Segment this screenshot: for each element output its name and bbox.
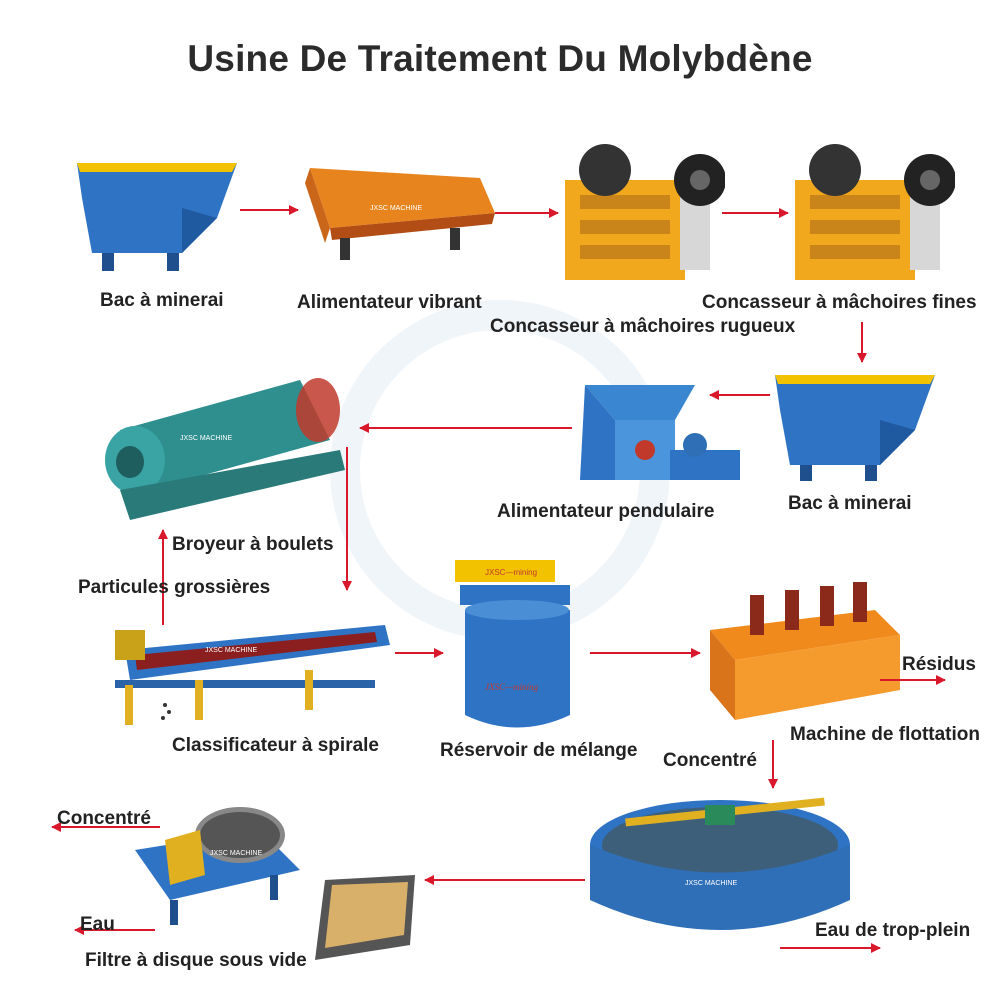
spiral-classifier: JXSC MACHINE <box>115 625 390 725</box>
ore-hopper-2 <box>775 375 935 481</box>
thickener: JXSC MACHINE <box>590 797 850 930</box>
label-mixing-tank: Réservoir de mélange <box>440 740 638 761</box>
tank-body-brand: JXSC—mining <box>485 682 538 692</box>
ball-mill: JXSC MACHINE <box>105 378 345 520</box>
pendulum-feeder <box>580 385 740 480</box>
tank-brand: JXSC—mining <box>485 568 537 577</box>
coarse-jaw-crusher <box>565 144 725 280</box>
label-ore-hopper-2: Bac à minerai <box>788 493 912 514</box>
flotation-machine <box>710 582 900 720</box>
label-spiral-classifier: Classificateur à spirale <box>172 735 379 756</box>
vibrating-feeder: JXSC MACHINE <box>305 168 495 260</box>
label-concentrate-1: Concentré <box>663 750 757 771</box>
label-fine-jaw-crusher: Concasseur à mâchoires fines <box>702 292 977 313</box>
filter-watermark: JXSC MACHINE <box>210 850 262 857</box>
vacuum-disc-filter: JXSC MACHINE <box>135 807 300 925</box>
label-vacuum-disc-filter: Filtre à disque sous vide <box>85 950 307 971</box>
diagram-title: Usine De Traitement Du Molybdène <box>187 38 813 79</box>
classifier-watermark: JXSC MACHINE <box>205 647 257 654</box>
label-residues: Résidus <box>902 654 976 675</box>
label-overflow-water: Eau de trop-plein <box>815 920 971 941</box>
mill-watermark: JXSC MACHINE <box>180 435 232 442</box>
ore-hopper-1 <box>77 163 237 271</box>
label-water: Eau <box>80 914 115 935</box>
label-vibrating-feeder: Alimentateur vibrant <box>297 292 482 313</box>
label-concentrate-2: Concentré <box>57 808 151 829</box>
label-flotation-machine: Machine de flottation <box>790 724 980 745</box>
label-pendulum-feeder: Alimentateur pendulaire <box>497 501 715 522</box>
settling-trough <box>315 875 415 960</box>
label-ore-hopper-1: Bac à minerai <box>100 290 224 311</box>
label-ball-mill: Broyeur à boulets <box>172 534 334 555</box>
thickener-watermark: JXSC MACHINE <box>685 880 737 887</box>
feeder-watermark: JXSC MACHINE <box>370 205 422 212</box>
fine-jaw-crusher <box>795 144 955 280</box>
label-coarse-jaw-crusher: Concasseur à mâchoires rugueux <box>490 316 796 337</box>
label-coarse-particles: Particules grossières <box>78 577 271 598</box>
mixing-tank: JXSC—mining JXSC—mining <box>455 560 570 728</box>
